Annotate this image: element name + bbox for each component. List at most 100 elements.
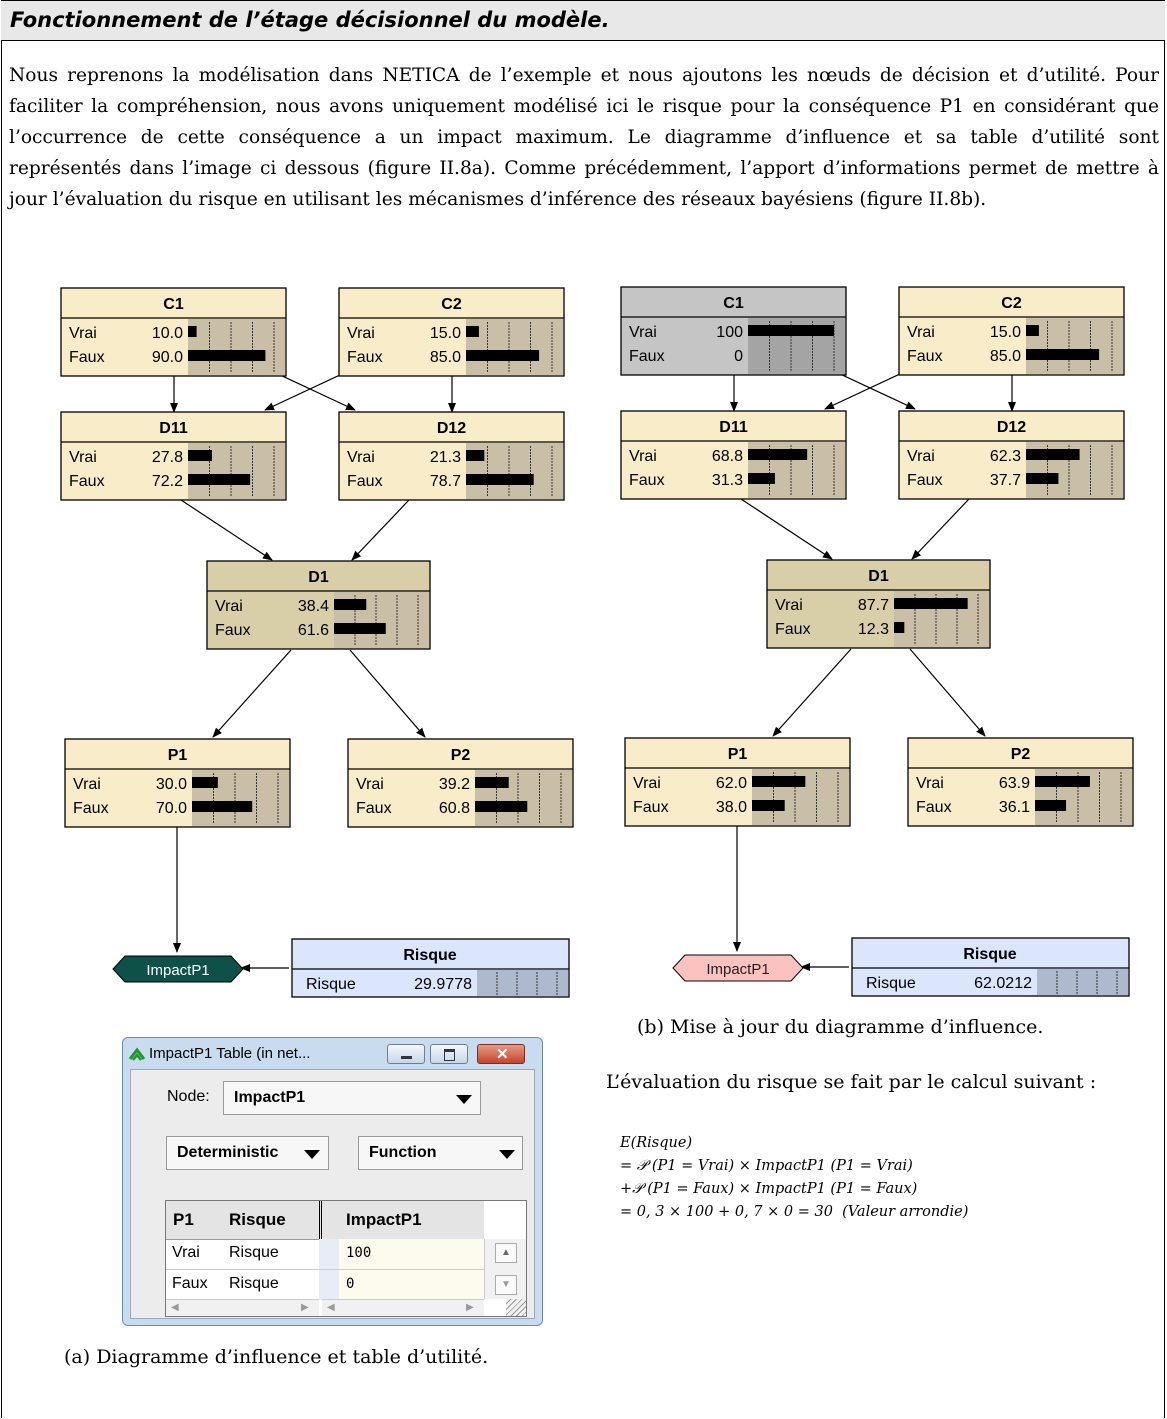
impact-hexagon [112, 955, 244, 983]
state-label: Faux [215, 622, 251, 639]
equation-line-1: E(Risque) [620, 1135, 693, 1151]
state-value: 36.1 [999, 799, 1030, 816]
state-value: 68.8 [712, 448, 743, 465]
scroll-left-icon[interactable]: ◀ [171, 1302, 179, 1313]
state-value: 12.3 [858, 621, 889, 638]
node-title: P1 [728, 746, 748, 763]
state-value: 39.2 [439, 776, 470, 793]
caption-b: (b) Mise à jour du diagramme d’influence… [637, 1016, 1044, 1038]
state-bar [752, 800, 785, 811]
scroll-down-icon[interactable]: ▼ [495, 1275, 517, 1295]
impact-table-window: ImpactP1 Table (in net... ✕ Node: Impact… [122, 1037, 543, 1326]
state-value: 100 [716, 324, 743, 341]
state-label: Faux [907, 472, 943, 489]
resize-grip-icon[interactable] [506, 1299, 526, 1316]
state-bar [192, 801, 253, 812]
state-label: Faux [629, 348, 665, 365]
bar-area [466, 319, 563, 375]
state-label: Faux [356, 800, 392, 817]
scroll-right-icon[interactable]: ▶ [301, 1302, 309, 1313]
section-title: Fonctionnement de l’étage décisionnel du… [10, 8, 610, 32]
link-arrow [772, 648, 852, 737]
link-arrow [740, 498, 833, 560]
state-label: Vrai [215, 598, 243, 615]
table-row[interactable]: Vrai Risque 100 [166, 1239, 484, 1270]
state-value: 85.0 [430, 349, 461, 366]
link-arrow [212, 649, 292, 738]
state-bar [1026, 449, 1080, 460]
node-label: Node: [167, 1088, 210, 1105]
state-value: 38.4 [298, 598, 329, 615]
mode-select[interactable]: Function [358, 1136, 523, 1170]
link-arrow [349, 649, 426, 738]
state-value: 21.3 [430, 449, 461, 466]
state-label: Vrai [775, 597, 803, 614]
node-title: C2 [441, 296, 462, 313]
state-bar [466, 326, 479, 337]
horizontal-scrollbar-right[interactable]: ◀ ▶ [322, 1299, 484, 1316]
node-title: D11 [719, 419, 748, 436]
window-client-area: Node: ImpactP1 Deterministic Function P1… [130, 1069, 535, 1319]
caption-a: (a) Diagramme d’influence et table d’uti… [64, 1346, 489, 1368]
state-label: Faux [775, 621, 811, 638]
state-value: 72.2 [152, 473, 183, 490]
scroll-left-icon[interactable]: ◀ [327, 1302, 335, 1313]
state-value: 90.0 [152, 349, 183, 366]
state-bar [334, 623, 386, 634]
state-bar [475, 801, 528, 812]
scroll-right-icon[interactable]: ▶ [466, 1302, 474, 1313]
close-button[interactable]: ✕ [477, 1044, 525, 1064]
table-row[interactable]: Faux Risque 0 [166, 1270, 484, 1300]
state-label: Faux [73, 800, 109, 817]
state-value: 85.0 [990, 348, 1021, 365]
column-header-risque: Risque [229, 1210, 286, 1229]
scroll-up-icon[interactable]: ▲ [495, 1243, 517, 1263]
risk-value: 29.9778 [414, 976, 472, 993]
state-bar [192, 777, 218, 788]
impact-cell[interactable] [339, 1239, 484, 1269]
mode-select-value: Function [369, 1144, 437, 1161]
bar-area [477, 970, 568, 996]
state-label: Vrai [347, 325, 375, 342]
minimize-icon [401, 1056, 412, 1059]
state-label: Vrai [73, 776, 101, 793]
state-value: 87.7 [858, 597, 889, 614]
state-label: Faux [69, 473, 105, 490]
state-label: Vrai [633, 775, 661, 792]
table-header: P1 Risque ImpactP1 [166, 1201, 484, 1240]
state-value: 0 [734, 348, 743, 365]
vertical-scrollbar[interactable]: ▲ ▼ [484, 1239, 526, 1299]
column-header-impact: ImpactP1 [346, 1210, 422, 1229]
state-bar [188, 474, 251, 485]
node-title: P2 [1011, 746, 1031, 763]
node-title: C2 [1001, 295, 1022, 312]
state-bar [894, 598, 968, 609]
state-label: Vrai [347, 449, 375, 466]
horizontal-scrollbar-left[interactable]: ◀ ▶ [166, 1299, 319, 1316]
state-value: 63.9 [999, 775, 1030, 792]
link-arrow [911, 498, 970, 560]
state-label: Faux [907, 348, 943, 365]
risk-label: Risque [866, 975, 916, 992]
equation-line-4: = 0, 3 × 100 + 0, 7 × 0 = 30 (Valeur arr… [620, 1204, 969, 1220]
impact-hexagon [672, 954, 804, 982]
state-bar [466, 350, 540, 361]
node-title: Risque [403, 947, 456, 964]
state-label: Vrai [629, 324, 657, 341]
node-title: D12 [997, 419, 1026, 436]
link-arrow [180, 499, 273, 561]
node-select[interactable]: ImpactP1 [223, 1081, 481, 1115]
state-label: Vrai [916, 775, 944, 792]
type-select[interactable]: Deterministic [166, 1136, 329, 1170]
maximize-button[interactable] [430, 1044, 468, 1064]
impact-cell[interactable] [339, 1270, 484, 1300]
minimize-button[interactable] [387, 1044, 425, 1064]
state-bar [748, 473, 775, 484]
state-label: Vrai [907, 448, 935, 465]
